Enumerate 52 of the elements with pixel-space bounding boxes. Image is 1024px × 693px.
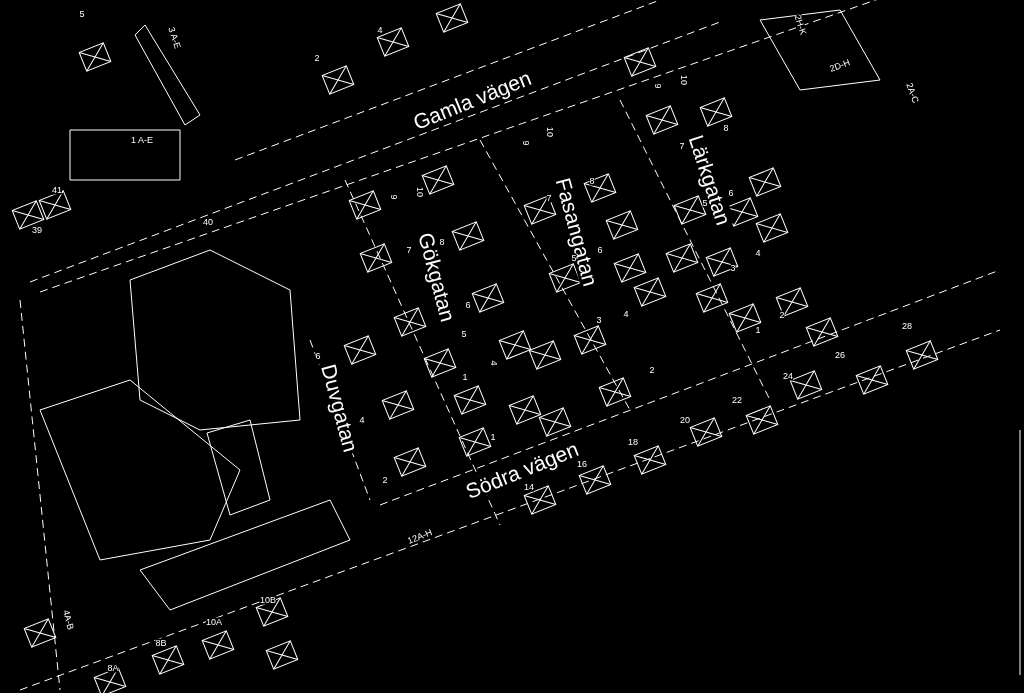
- house-number: 1: [490, 432, 496, 442]
- house-number: 1: [755, 325, 761, 335]
- house-number: 20: [680, 415, 690, 425]
- house-number: 14: [524, 482, 534, 492]
- house-number: 10: [414, 187, 424, 197]
- house-number: 4: [755, 248, 761, 258]
- house-number: 9: [388, 194, 398, 200]
- house-number: 2D-H: [828, 58, 852, 74]
- house-number: 39: [32, 225, 42, 235]
- house-number: 10: [678, 75, 688, 85]
- house-number: 2A-C: [904, 81, 920, 105]
- house-number: 3: [730, 263, 736, 273]
- house-number: 6: [597, 245, 603, 255]
- house-number: 10: [544, 127, 554, 137]
- house-number: 8B: [155, 638, 167, 648]
- house-number: 9: [652, 83, 662, 89]
- house-number: 6: [465, 300, 471, 310]
- house-number: 26: [835, 350, 845, 360]
- house-number: 2: [779, 310, 785, 320]
- house-number: 7: [406, 245, 412, 255]
- house-number: 5: [461, 329, 467, 339]
- house-number: 12A-H: [406, 528, 434, 546]
- house-number: 10B: [260, 595, 276, 605]
- house-number: 4: [623, 309, 629, 319]
- house-number: 6: [728, 188, 734, 198]
- house-number: 1: [462, 372, 468, 382]
- house-number: 24: [783, 371, 793, 381]
- house-number: 4: [488, 360, 498, 366]
- house-number: 4: [377, 25, 383, 35]
- house-number: 10A: [206, 617, 222, 627]
- house-number: 2: [649, 365, 655, 375]
- house-number: 8A: [107, 663, 119, 673]
- house-number: 4: [359, 415, 365, 425]
- house-number: 5: [79, 9, 85, 19]
- house-number: 40: [203, 217, 213, 227]
- house-number: 1 A-E: [131, 135, 153, 145]
- house-number: 9: [520, 140, 530, 146]
- house-number: 3 A-E: [166, 26, 182, 50]
- house-number: 2H-K: [792, 13, 808, 37]
- house-number: 2: [314, 53, 320, 63]
- house-number: 2: [382, 475, 388, 485]
- house-number: 7: [679, 141, 685, 151]
- house-number: 4A-B: [61, 609, 75, 631]
- house-number: 3: [596, 315, 602, 325]
- house-number: 8: [723, 123, 729, 133]
- house-number: 28: [902, 321, 912, 331]
- house-number: 16: [577, 459, 587, 469]
- house-number: 6: [315, 351, 321, 361]
- house-number: 7: [546, 193, 552, 203]
- house-number: 22: [732, 395, 742, 405]
- house-number: 18: [628, 437, 638, 447]
- house-number: 41: [52, 185, 62, 195]
